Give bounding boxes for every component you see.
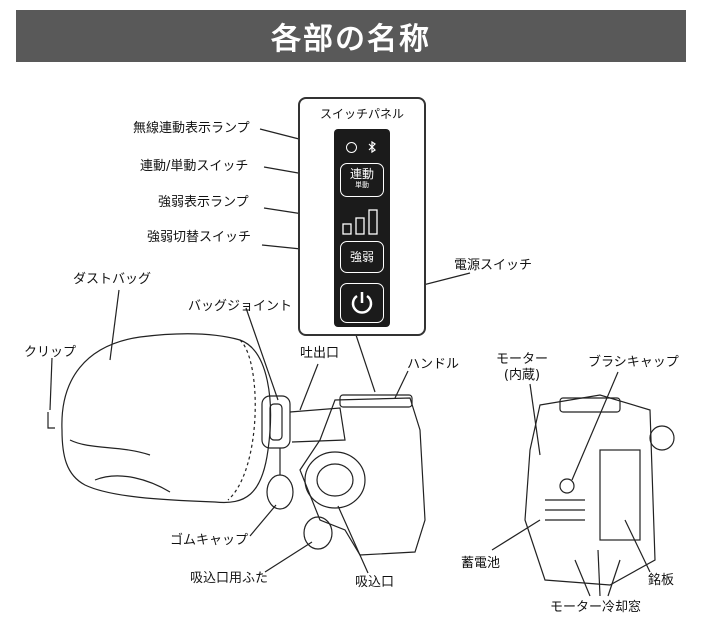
label-brush-cap: ブラシキャップ — [588, 355, 679, 370]
link-button-label: 連動 — [349, 167, 374, 181]
strength-button-label: 強弱 — [349, 250, 374, 264]
label-strength-lamp: 強弱表示ランプ — [158, 195, 249, 210]
handle-shape — [339, 394, 413, 408]
power-switch[interactable] — [340, 283, 384, 323]
label-clip: クリップ — [24, 345, 77, 360]
rear-inlet-shape — [649, 425, 675, 451]
blower-body — [299, 397, 426, 556]
label-strength-switch: 強弱切替スイッチ — [147, 230, 252, 245]
clip-shape — [47, 412, 55, 429]
inlet-shape — [304, 451, 366, 509]
switch-panel-face: 連動 単動 強弱 — [334, 129, 390, 327]
page-title: 各部の名称 — [271, 22, 431, 57]
power-icon — [351, 292, 373, 314]
label-power-switch: 電源スイッチ — [454, 258, 533, 273]
label-bag-joint: バッグジョイント — [188, 299, 293, 314]
switch-panel-title: スイッチパネル — [319, 107, 404, 121]
label-motor: モーター (内蔵) — [496, 352, 549, 383]
label-link-switch: 連動/単動スイッチ — [140, 159, 249, 174]
dust-bag-outline — [61, 333, 272, 504]
dust-bag-seam — [227, 339, 256, 501]
strength-level-icon — [342, 209, 378, 235]
switch-panel: スイッチパネル 連動 単動 強弱 — [298, 97, 426, 336]
label-rubber-cap: ゴムキャップ — [170, 533, 249, 548]
label-motor-vent: モーター冷却窓 — [550, 600, 642, 615]
inlet-cover-shape — [303, 516, 333, 550]
brush-cap-shape — [559, 478, 575, 494]
title-bar: 各部の名称 — [16, 10, 686, 62]
rear-unit-body — [524, 394, 656, 586]
rubber-cap-shape — [266, 474, 294, 510]
label-inlet-cover: 吸込口用ふた — [190, 571, 269, 586]
wireless-link-lamp — [346, 142, 357, 153]
link-single-switch[interactable]: 連動 単動 — [340, 163, 384, 197]
label-wireless-lamp: 無線連動表示ランプ — [133, 121, 250, 136]
strength-toggle-switch[interactable]: 強弱 — [340, 241, 384, 273]
single-button-sublabel: 単動 — [355, 181, 369, 189]
label-battery: 蓄電池 — [461, 556, 501, 571]
label-nameplate: 銘板 — [648, 573, 675, 588]
outlet-pipe — [289, 407, 346, 443]
label-dust-bag: ダストバッグ — [73, 272, 152, 287]
label-inlet: 吸込口 — [355, 575, 395, 590]
label-handle: ハンドル — [407, 357, 460, 372]
label-outlet: 吐出口 — [300, 346, 340, 361]
bluetooth-icon — [368, 141, 376, 153]
